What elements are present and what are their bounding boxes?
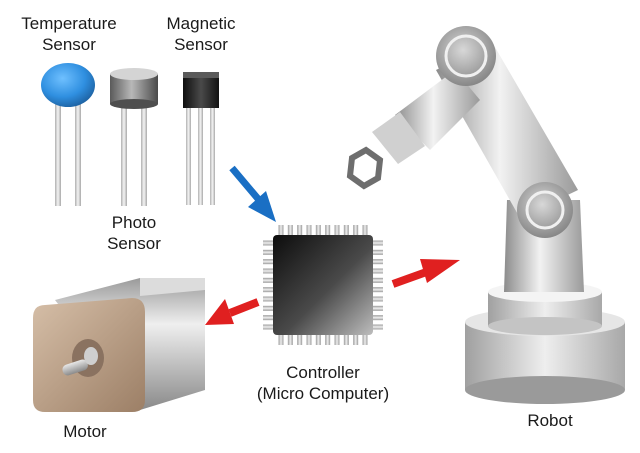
photo-sensor-icon — [110, 68, 158, 206]
robot-label: Robot — [527, 411, 573, 430]
chip-pin — [373, 249, 383, 255]
chip-pin — [297, 225, 303, 235]
chip-pin — [315, 335, 321, 345]
chip-pin — [263, 296, 273, 302]
motor-icon — [33, 278, 205, 412]
chip-pin — [306, 225, 312, 235]
chip-pin — [297, 335, 303, 345]
chip-pin — [362, 225, 368, 235]
chip-pin — [315, 225, 321, 235]
chip-pin — [263, 287, 273, 293]
photo-sensor-label: Photo Sensor — [90, 212, 178, 254]
chip-pin — [263, 240, 273, 246]
arrow-sensors-to-controller — [229, 165, 276, 222]
controller-label: Controller (Micro Computer) — [238, 362, 408, 404]
controller-chip-icon — [263, 225, 383, 345]
chip-pin — [373, 240, 383, 246]
chip-pin — [263, 249, 273, 255]
chip-pin — [362, 335, 368, 345]
chip-pin — [334, 225, 340, 235]
chip-pin — [263, 259, 273, 265]
controller-label-line1: Controller — [286, 363, 360, 382]
chip-pin — [278, 335, 284, 345]
photo-sensor-label-line2: Sensor — [107, 234, 161, 253]
temperature-sensor-label-line1: Temperature — [21, 14, 117, 33]
chip-pin — [287, 335, 293, 345]
chip-pin — [263, 305, 273, 311]
chip-pin — [373, 287, 383, 293]
chip-pin — [373, 259, 383, 265]
robot-arm-icon — [346, 26, 625, 404]
chip-pin — [343, 225, 349, 235]
chip-pin — [263, 315, 273, 321]
arrow-controller-to-robot — [391, 259, 460, 288]
photo-sensor-label-line1: Photo — [111, 213, 157, 232]
chip-pin — [334, 335, 340, 345]
magnetic-sensor-label: Magnetic Sensor — [150, 13, 252, 55]
temperature-sensor-label-line2: Sensor — [42, 35, 96, 54]
chip-pin — [263, 277, 273, 283]
temperature-sensor-icon — [41, 63, 95, 206]
chip-pin — [325, 225, 331, 235]
chip-pin — [373, 277, 383, 283]
chip-pin — [353, 335, 359, 345]
chip-pin — [373, 296, 383, 302]
chip-pin — [263, 324, 273, 330]
chip-pin — [373, 305, 383, 311]
chip-pin — [373, 324, 383, 330]
chip-pin — [306, 335, 312, 345]
chip-pin — [278, 225, 284, 235]
magnetic-sensor-label-line2: Sensor — [174, 35, 228, 54]
motor-label: Motor — [63, 422, 107, 441]
chip-pin — [373, 268, 383, 274]
magnetic-sensor-icon — [183, 72, 219, 205]
chip-pin — [353, 225, 359, 235]
chip-pin — [287, 225, 293, 235]
chip-pin — [373, 315, 383, 321]
chip-pin — [343, 335, 349, 345]
temperature-sensor-label: Temperature Sensor — [8, 13, 130, 55]
chip-pin — [263, 268, 273, 274]
magnetic-sensor-label-line1: Magnetic — [166, 14, 236, 33]
chip-pin — [325, 335, 331, 345]
controller-label-line2: (Micro Computer) — [256, 384, 390, 403]
arrow-controller-to-motor — [205, 298, 260, 325]
